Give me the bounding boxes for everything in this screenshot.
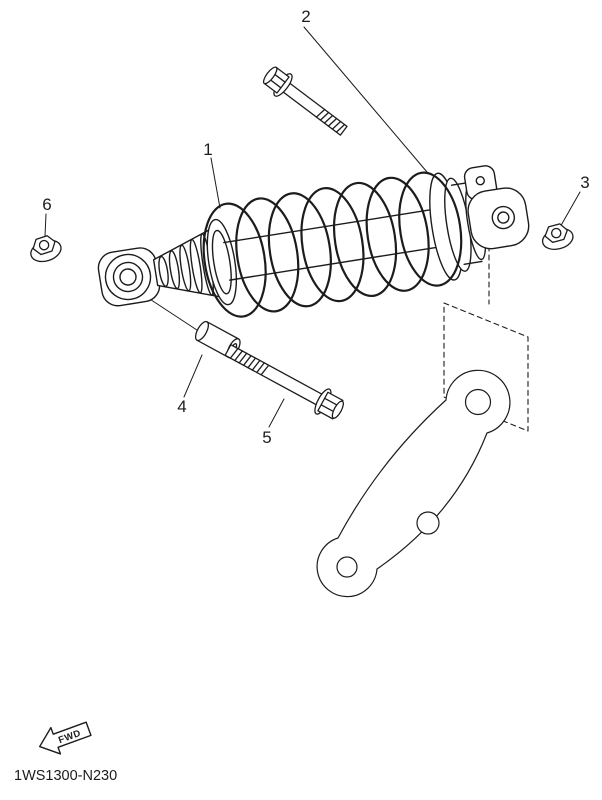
upper-bracket — [463, 165, 530, 250]
callout-1[interactable]: 1 — [203, 140, 212, 159]
callout-3[interactable]: 3 — [580, 173, 589, 192]
shock-eye-mount — [97, 247, 161, 307]
callout-6[interactable]: 6 — [42, 195, 51, 214]
leader-3 — [558, 191, 581, 230]
leader-1 — [210, 157, 221, 209]
reference-plate — [443, 245, 529, 432]
relay-arm — [316, 369, 511, 598]
lower-bolt-threads — [229, 347, 270, 376]
lower-bolt — [224, 344, 344, 420]
reference-plate-outline — [443, 302, 529, 432]
upper-bolt-threads — [315, 108, 346, 133]
callout-4[interactable]: 4 — [177, 397, 186, 416]
part-number: 1WS1300-N230 — [14, 768, 117, 784]
upper-bolt — [262, 66, 348, 136]
upper-bolt-shank — [279, 79, 348, 136]
callout-labels: 1 2 3 4 5 6 — [42, 7, 589, 447]
leader-5 — [268, 398, 285, 428]
leader-6 — [44, 213, 47, 237]
fwd-arrow: FWD — [38, 721, 92, 755]
relay-arm-hole-bottom — [336, 556, 358, 578]
relay-arm-hole-top — [464, 388, 492, 416]
relay-arm-hole-middle — [416, 511, 440, 535]
shock-absorber — [97, 165, 530, 318]
leader-4 — [183, 354, 203, 398]
callout-5[interactable]: 5 — [262, 428, 271, 447]
flange-nut-right — [541, 223, 574, 251]
relay-arm-body — [316, 369, 511, 598]
damper-body — [223, 209, 438, 281]
fwd-arrow-outline — [38, 721, 92, 755]
leader-2-axis — [303, 26, 428, 173]
spring-seat — [206, 218, 238, 306]
coil-spring — [202, 171, 463, 318]
flange-nut-left — [30, 235, 62, 263]
callout-2[interactable]: 2 — [301, 7, 310, 26]
